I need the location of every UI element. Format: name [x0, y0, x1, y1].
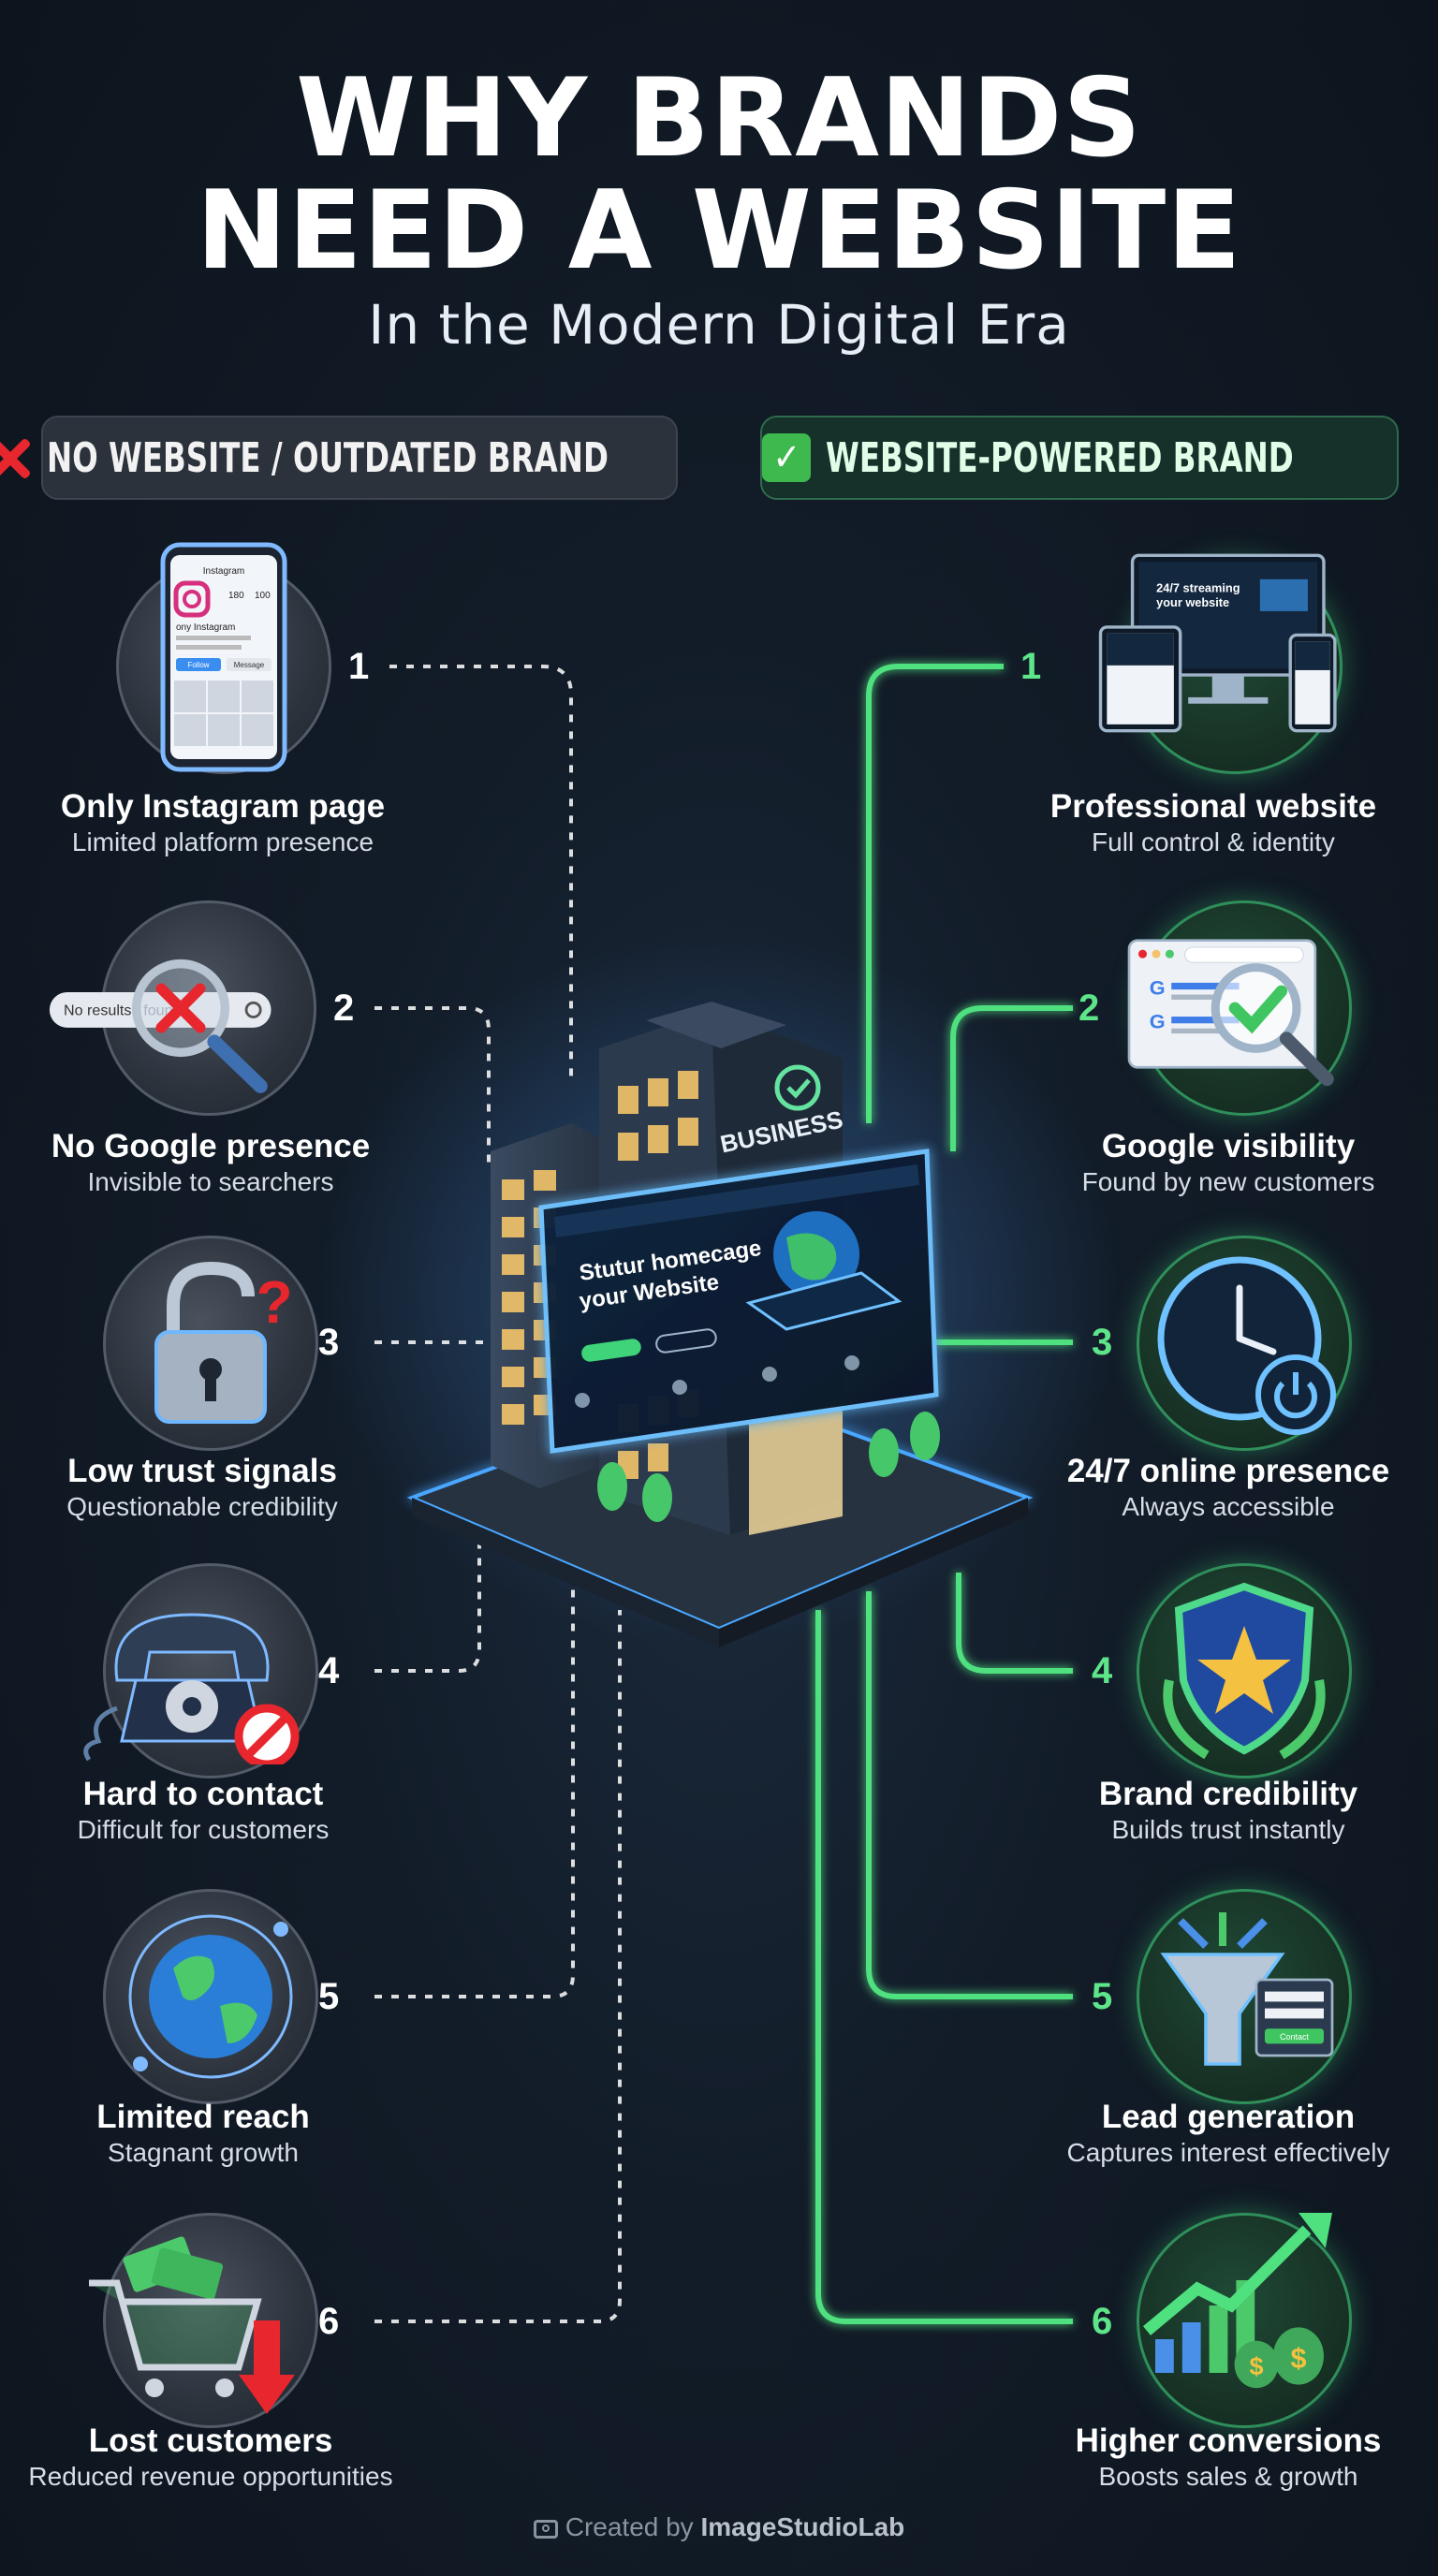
right-item-2-name: Google visibility: [1101, 1128, 1356, 1164]
svg-text:Message: Message: [234, 661, 265, 669]
left-item-1-name: Only Instagram page: [60, 788, 386, 825]
right-item-4-desc: Builds trust instantly: [1111, 1815, 1345, 1844]
left-item-3: Low trust signals Questionable credibili…: [0, 1453, 446, 1524]
right-item-3-name: 24/7 online presence: [1066, 1453, 1390, 1489]
growth-chart-money-icon: $ $: [1137, 2213, 1352, 2428]
right-item-4: Brand credibility Builds trust instantly: [985, 1776, 1438, 1847]
right-item-3: 24/7 online presence Always accessible: [985, 1453, 1438, 1524]
footer-credit: Created by ImageStudioLab: [0, 2512, 1438, 2542]
footer-brand: ImageStudioLab: [700, 2512, 905, 2541]
left-item-2-name: No Google presence: [51, 1128, 371, 1164]
cart-down-arrow-icon: [89, 2213, 318, 2428]
left-item-3-desc: Questionable credibility: [66, 1492, 338, 1521]
right-item-2-number: 2: [1078, 988, 1100, 1029]
right-item-5-desc: Captures interest effectively: [1066, 2138, 1390, 2167]
left-item-1: Only Instagram page Limited platform pre…: [0, 788, 466, 859]
blocked-telephone-icon: [83, 1563, 318, 1778]
svg-text:24/7 streaming: 24/7 streaming: [1156, 580, 1240, 594]
right-item-6: Higher conversions Boosts sales & growth: [985, 2422, 1438, 2494]
clock-power-icon: [1137, 1236, 1352, 1451]
svg-text:180: 180: [228, 591, 244, 601]
svg-text:$: $: [1249, 2352, 1263, 2380]
header-website-powered: ✓ WEBSITE-POWERED BRAND: [760, 416, 1399, 500]
svg-text:Follow: Follow: [187, 661, 209, 669]
svg-text:$: $: [1290, 2343, 1306, 2375]
right-item-1-number: 1: [1020, 646, 1042, 687]
right-item-1: Professional website Full control & iden…: [970, 788, 1438, 859]
no-results-search-icon: No results foun: [49, 900, 316, 1116]
svg-text:Instagram: Instagram: [203, 566, 244, 577]
left-item-6-desc: Reduced revenue opportunities: [28, 2462, 393, 2491]
open-padlock-question-icon: ?: [103, 1236, 318, 1451]
multi-device-website-icon: 24/7 streaming your website: [1098, 553, 1343, 774]
left-item-4-name: Hard to contact: [82, 1776, 324, 1812]
right-item-6-number: 6: [1092, 2301, 1113, 2342]
svg-text:No results: No results: [64, 1003, 131, 1019]
right-item-4-name: Brand credibility: [1098, 1776, 1358, 1812]
right-item-3-desc: Always accessible: [1122, 1492, 1335, 1521]
right-item-1-desc: Full control & identity: [1092, 827, 1335, 856]
svg-text:your website: your website: [1156, 595, 1229, 609]
left-item-2-desc: Invisible to searchers: [87, 1167, 334, 1196]
left-item-2-number: 2: [333, 988, 355, 1029]
left-item-5-desc: Stagnant growth: [108, 2138, 299, 2167]
left-item-5-name: Limited reach: [96, 2099, 310, 2135]
footer-prefix: Created by: [565, 2512, 694, 2541]
left-item-4-number: 4: [318, 1650, 340, 1691]
right-item-6-desc: Boosts sales & growth: [1098, 2462, 1358, 2491]
page-title-line-2: NEED A WEBSITE: [196, 168, 1242, 294]
right-item-5: Lead generation Captures interest effect…: [985, 2099, 1438, 2170]
left-item-6-name: Lost customers: [88, 2422, 333, 2459]
header-no-website: NO WEBSITE / OUTDATED BRAND: [41, 416, 678, 500]
right-item-5-name: Lead generation: [1101, 2099, 1356, 2135]
page-title-line-1: WHY BRANDS: [296, 55, 1142, 182]
globe-icon: [103, 1889, 318, 2104]
right-item-2-desc: Found by new customers: [1081, 1167, 1375, 1196]
central-building-illustration: BUSINESS Stutur homecage your Website: [406, 1002, 1034, 1647]
left-item-1-desc: Limited platform presence: [71, 827, 374, 856]
left-item-1-number: 1: [348, 646, 370, 687]
left-item-4: Hard to contact Difficult for customers: [0, 1776, 447, 1847]
page-subtitle: In the Modern Digital Era: [368, 293, 1070, 357]
header-no-website-label: NO WEBSITE / OUTDATED BRAND: [47, 433, 609, 482]
right-item-6-name: Higher conversions: [1075, 2422, 1382, 2459]
search-checkmark-icon: G G: [1127, 900, 1352, 1116]
svg-text:ony Instagram: ony Instagram: [176, 622, 235, 633]
left-item-2: No Google presence Invisible to searcher…: [0, 1128, 454, 1199]
green-check-icon: ✓: [762, 433, 812, 482]
right-item-4-number: 4: [1092, 1650, 1113, 1691]
funnel-form-icon: Contact: [1137, 1889, 1352, 2104]
left-item-3-name: Low trust signals: [67, 1453, 337, 1489]
svg-text:G: G: [1150, 1010, 1166, 1033]
svg-text:100: 100: [255, 591, 271, 601]
shield-star-icon: [1137, 1563, 1352, 1778]
svg-text:G: G: [1150, 976, 1166, 1000]
svg-text:?: ?: [256, 1268, 292, 1336]
instagram-phone-icon: Instagram 180 100 ony Instagram Follow M…: [116, 542, 331, 774]
left-item-5: Limited reach Stagnant growth: [0, 2099, 447, 2170]
left-item-4-desc: Difficult for customers: [77, 1815, 330, 1844]
camera-icon: [533, 2520, 558, 2539]
right-item-3-number: 3: [1092, 1322, 1113, 1363]
left-item-6: Lost customers Reduced revenue opportuni…: [0, 2422, 454, 2494]
left-item-5-number: 5: [318, 1976, 340, 2017]
svg-text:foun: foun: [143, 1003, 172, 1019]
left-item-3-number: 3: [318, 1322, 340, 1363]
header-website-powered-label: WEBSITE-POWERED BRAND: [826, 433, 1295, 482]
right-item-5-number: 5: [1092, 1976, 1113, 2017]
left-item-6-number: 6: [318, 2301, 340, 2342]
right-item-2: Google visibility Found by new customers: [985, 1128, 1438, 1199]
right-item-1-name: Professional website: [1049, 788, 1377, 825]
svg-text:Contact: Contact: [1280, 2032, 1310, 2042]
